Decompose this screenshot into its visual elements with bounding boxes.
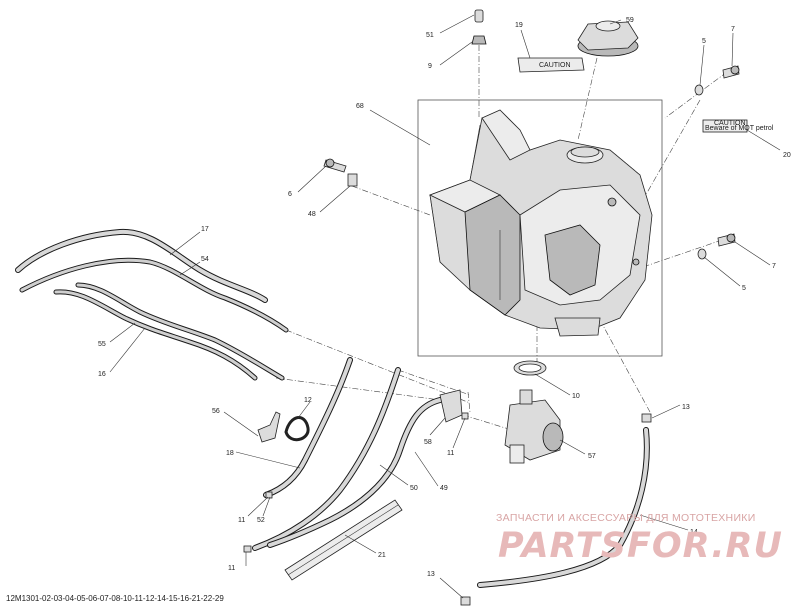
- callout-68: 68: [356, 103, 364, 110]
- callout-9: 9: [428, 63, 432, 70]
- callout-10: 10: [572, 393, 580, 400]
- part-5-washer-lower: [697, 248, 707, 260]
- watermark-logo: PARTSFOR.RU: [498, 526, 783, 566]
- hose-55: [53, 289, 258, 381]
- callout-56: 56: [212, 408, 220, 415]
- callout-5-lower: 5: [742, 285, 746, 292]
- part-12-clamp: [284, 416, 310, 442]
- part-13-clamp-upper: [641, 413, 652, 423]
- part-5-washer-upper: [694, 84, 704, 96]
- part-19-decal: CAUTION: [517, 57, 585, 73]
- callout-13-upper: 13: [682, 404, 690, 411]
- callout-labels: 51 19 59 7 9 5 68 20 6 48 17 54 7 5 55 1…: [98, 17, 791, 578]
- callout-6: 6: [288, 191, 292, 198]
- part-13-clamp-lower: [460, 596, 471, 606]
- callout-12: 12: [304, 397, 312, 404]
- callout-7-upper: 7: [731, 26, 735, 33]
- callout-11-lower: 11: [228, 565, 235, 572]
- hose-18: [263, 357, 353, 498]
- callout-55: 55: [98, 341, 106, 348]
- callout-21: 21: [378, 552, 386, 559]
- callout-19: 19: [515, 22, 523, 29]
- hose-50: [252, 367, 401, 551]
- part-9-fitting: [471, 35, 487, 45]
- callout-17: 17: [201, 226, 209, 233]
- part-7-screw-lower: [717, 233, 736, 247]
- callout-58: 58: [424, 439, 432, 446]
- decal-20-line2: Beware of MOT petrol: [705, 125, 774, 132]
- hose-49: [267, 397, 443, 548]
- callout-20: 20: [783, 152, 791, 159]
- part-51-cap: [474, 9, 484, 23]
- callout-16: 16: [98, 371, 106, 378]
- hose-54: [19, 257, 289, 333]
- tank-detail-frame: [417, 99, 663, 357]
- callout-14: 14: [690, 529, 698, 536]
- decal-20-line1: CAUTION: [714, 120, 746, 127]
- callout-52: 52: [257, 517, 265, 524]
- hose-14: [477, 427, 650, 588]
- callout-51: 51: [426, 32, 434, 39]
- drawing-code: 12M1301-02-03-04-05-06-07-08-10-11-12-14…: [6, 594, 224, 603]
- callout-13-lower: 13: [427, 571, 435, 578]
- callout-48: 48: [308, 211, 316, 218]
- callout-7-lower: 7: [772, 263, 776, 270]
- callout-5-upper: 5: [702, 38, 706, 45]
- hose-16: [75, 282, 285, 381]
- part-7-screw-upper: [722, 65, 740, 79]
- callout-11-left: 11: [238, 517, 245, 524]
- part-20-decal: CAUTION Beware of MOT petrol: [702, 119, 774, 133]
- decal-19-text: CAUTION: [539, 62, 571, 69]
- hose-17: [15, 228, 268, 303]
- callout-49: 49: [440, 485, 448, 492]
- callout-11-pump: 11: [447, 450, 454, 457]
- callout-leaders: [109, 14, 781, 599]
- callout-50: 50: [410, 485, 418, 492]
- part-56-bracket: [257, 411, 281, 443]
- part-58-bracket: [439, 389, 463, 423]
- part-11-clamps: [243, 412, 469, 553]
- callout-54: 54: [201, 256, 209, 263]
- callout-57: 57: [588, 453, 596, 460]
- callout-59: 59: [626, 17, 634, 24]
- part-48-nut-plate: [347, 173, 358, 187]
- callout-18: 18: [226, 450, 234, 457]
- part-21-sleeve: [284, 499, 403, 581]
- part-59-filler-cap: [577, 20, 639, 57]
- watermark-tagline: ЗАПЧАСТИ И АКСЕССУАРЫ ДЛЯ МОТОТЕХНИКИ: [496, 512, 756, 524]
- fuel-tank: [428, 109, 653, 337]
- part-10-clamp: [513, 360, 547, 376]
- part-6-bolt: [323, 158, 347, 173]
- assembly-lines: [275, 45, 728, 431]
- part-57-fuel-pump: [504, 389, 564, 464]
